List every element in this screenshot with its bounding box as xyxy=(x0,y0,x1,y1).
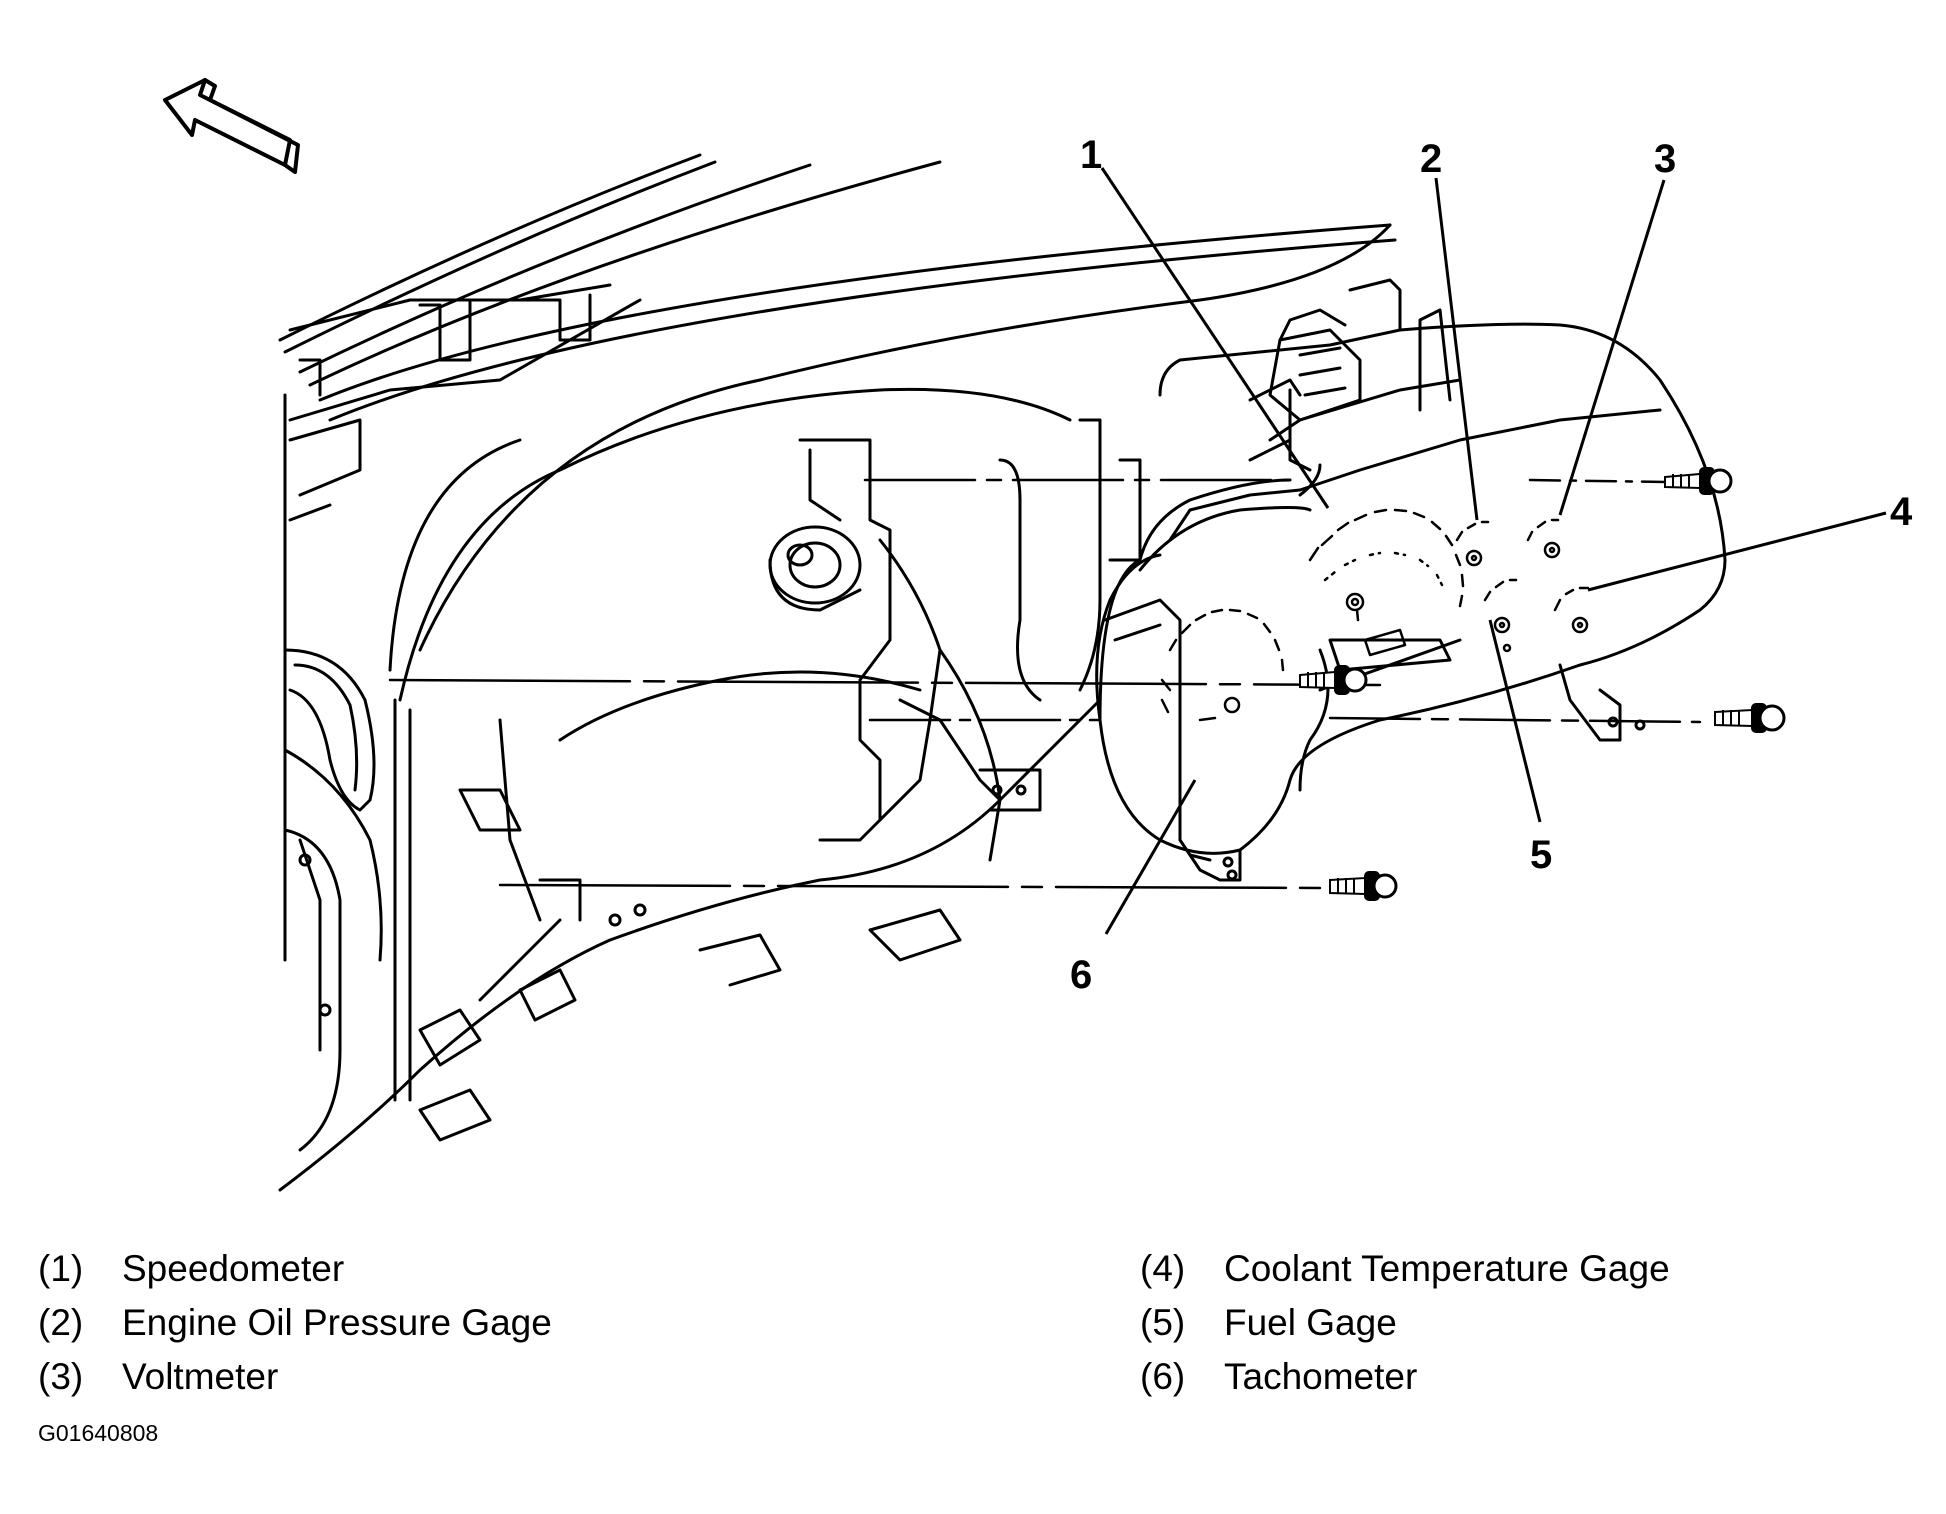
leader-line-3 xyxy=(1558,179,1666,516)
speedometer-face xyxy=(1308,508,1465,657)
oil-pressure-face xyxy=(1455,520,1490,567)
legend-item: (2) Engine Oil Pressure Gage xyxy=(38,1296,552,1350)
voltmeter-face xyxy=(1526,518,1561,559)
legend-number: (6) xyxy=(1140,1356,1186,1397)
legend-item: (4) Coolant Temperature Gage xyxy=(1140,1242,1670,1296)
left-vent xyxy=(283,648,383,962)
callout-2: 2 xyxy=(1420,137,1442,181)
leader-line-4 xyxy=(1587,511,1887,592)
legend-number: (3) xyxy=(38,1356,84,1397)
fuel-face xyxy=(1483,578,1518,653)
dash-panel xyxy=(278,223,1392,1192)
screw-icon xyxy=(1299,665,1368,695)
callout-4: 4 xyxy=(1890,490,1913,534)
mounting-bracket xyxy=(698,418,1142,987)
leader-line-1 xyxy=(1100,167,1330,509)
leader-line-6 xyxy=(1104,779,1197,935)
callout-5: 5 xyxy=(1530,833,1552,877)
legend-number: (2) xyxy=(38,1302,84,1343)
legend-number: (4) xyxy=(1140,1248,1186,1289)
legend-right: (4) Coolant Temperature Gage (5) Fuel Ga… xyxy=(1140,1242,1670,1404)
legend-label: Voltmeter xyxy=(122,1356,279,1397)
alignment-lines xyxy=(388,478,1702,890)
direction-arrow-icon xyxy=(163,78,300,174)
screw-icon xyxy=(1329,871,1398,901)
legend-number: (1) xyxy=(38,1248,84,1289)
legend-item: (6) Tachometer xyxy=(1140,1350,1670,1404)
legend-number: (5) xyxy=(1140,1302,1186,1343)
leader-line-5 xyxy=(1488,619,1542,823)
lower-left-panel xyxy=(283,828,647,1152)
legend-label: Tachometer xyxy=(1224,1356,1418,1397)
legend-item: (3) Voltmeter xyxy=(38,1350,552,1404)
leader-line-2 xyxy=(1434,177,1479,521)
legend-item: (1) Speedometer xyxy=(38,1242,552,1296)
legend-left: (1) Speedometer (2) Engine Oil Pressure … xyxy=(38,1242,552,1404)
figure-id: G01640808 xyxy=(38,1420,159,1446)
callout-3: 3 xyxy=(1654,137,1676,181)
callout-6: 6 xyxy=(1070,953,1092,997)
legend-label: Engine Oil Pressure Gage xyxy=(122,1302,552,1343)
legend-label: Speedometer xyxy=(122,1248,345,1289)
legend-label: Coolant Temperature Gage xyxy=(1224,1248,1670,1289)
screw-icon xyxy=(1664,467,1733,495)
legend-label: Fuel Gage xyxy=(1224,1302,1397,1343)
callout-1: 1 xyxy=(1080,133,1102,177)
legend-item: (5) Fuel Gage xyxy=(1140,1296,1670,1350)
leader-lines xyxy=(1100,167,1887,935)
dash-top-edges xyxy=(278,153,1397,962)
coolant-face xyxy=(1553,586,1590,634)
column-mount xyxy=(768,525,862,612)
screw-icon xyxy=(1714,703,1786,733)
